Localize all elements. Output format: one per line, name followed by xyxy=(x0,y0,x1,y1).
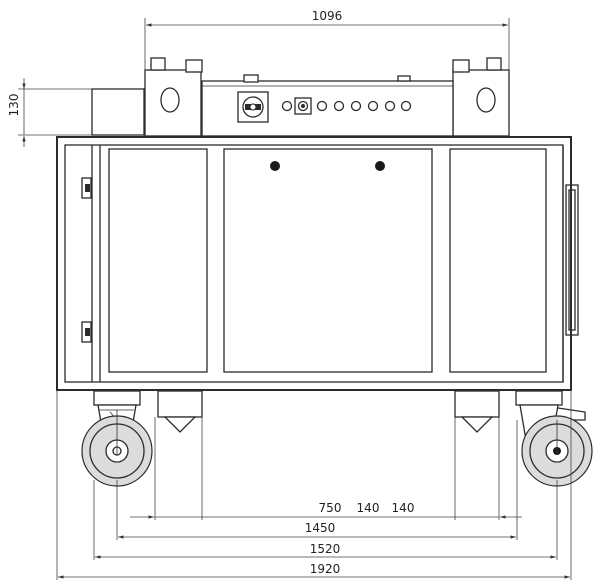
top-assembly xyxy=(91,57,510,137)
foot-left xyxy=(157,390,203,418)
lifting-lug-left xyxy=(144,69,202,137)
dim-label-1920: 1920 xyxy=(310,562,341,576)
dim-label-1520: 1520 xyxy=(310,542,341,556)
panel-center xyxy=(223,148,433,373)
dimension-wheel-span: 1520 xyxy=(95,542,556,559)
dim-label-top-width: 1096 xyxy=(312,9,343,23)
lug-hole-right xyxy=(476,87,496,113)
indicator-lamps xyxy=(281,97,412,115)
lug-top-right xyxy=(486,57,502,71)
panel-right xyxy=(449,148,547,373)
dimension-overall-width: 1920 xyxy=(58,562,570,579)
dim-label-side-height: 130 xyxy=(7,94,21,117)
frame-outer xyxy=(56,136,572,391)
feet xyxy=(157,390,500,433)
lifting-lug-right xyxy=(452,69,510,137)
bolt-left xyxy=(270,161,280,171)
lug-top-left xyxy=(150,57,166,71)
dim-label-140-b: 140 xyxy=(392,501,415,515)
wheel-right xyxy=(515,390,593,487)
dimension-extension-lines xyxy=(56,390,572,580)
dimension-top-width: 1096 xyxy=(144,9,510,70)
dimension-spacing: 750 140 140 xyxy=(130,501,522,519)
wheel-left xyxy=(81,390,153,487)
main-frame xyxy=(56,136,579,391)
side-hood xyxy=(91,88,145,136)
dim-label-140-a: 140 xyxy=(357,501,380,515)
hinge-top xyxy=(81,177,92,199)
dimension-side-height: 130 xyxy=(7,78,92,147)
lug-hole-left xyxy=(160,87,180,113)
lug-cap-left xyxy=(185,59,203,73)
panel-left xyxy=(108,148,208,373)
dim-label-1450: 1450 xyxy=(305,521,336,535)
dimension-inner-span: 1450 xyxy=(118,521,516,539)
dim-label-750: 750 xyxy=(319,501,342,515)
side-handle xyxy=(565,184,579,336)
lug-cap-right xyxy=(452,59,470,73)
bolt-right xyxy=(375,161,385,171)
hinge-bottom xyxy=(81,321,92,343)
frame-inner xyxy=(64,144,564,383)
main-switch-icon xyxy=(237,91,269,123)
foot-right xyxy=(454,390,500,418)
